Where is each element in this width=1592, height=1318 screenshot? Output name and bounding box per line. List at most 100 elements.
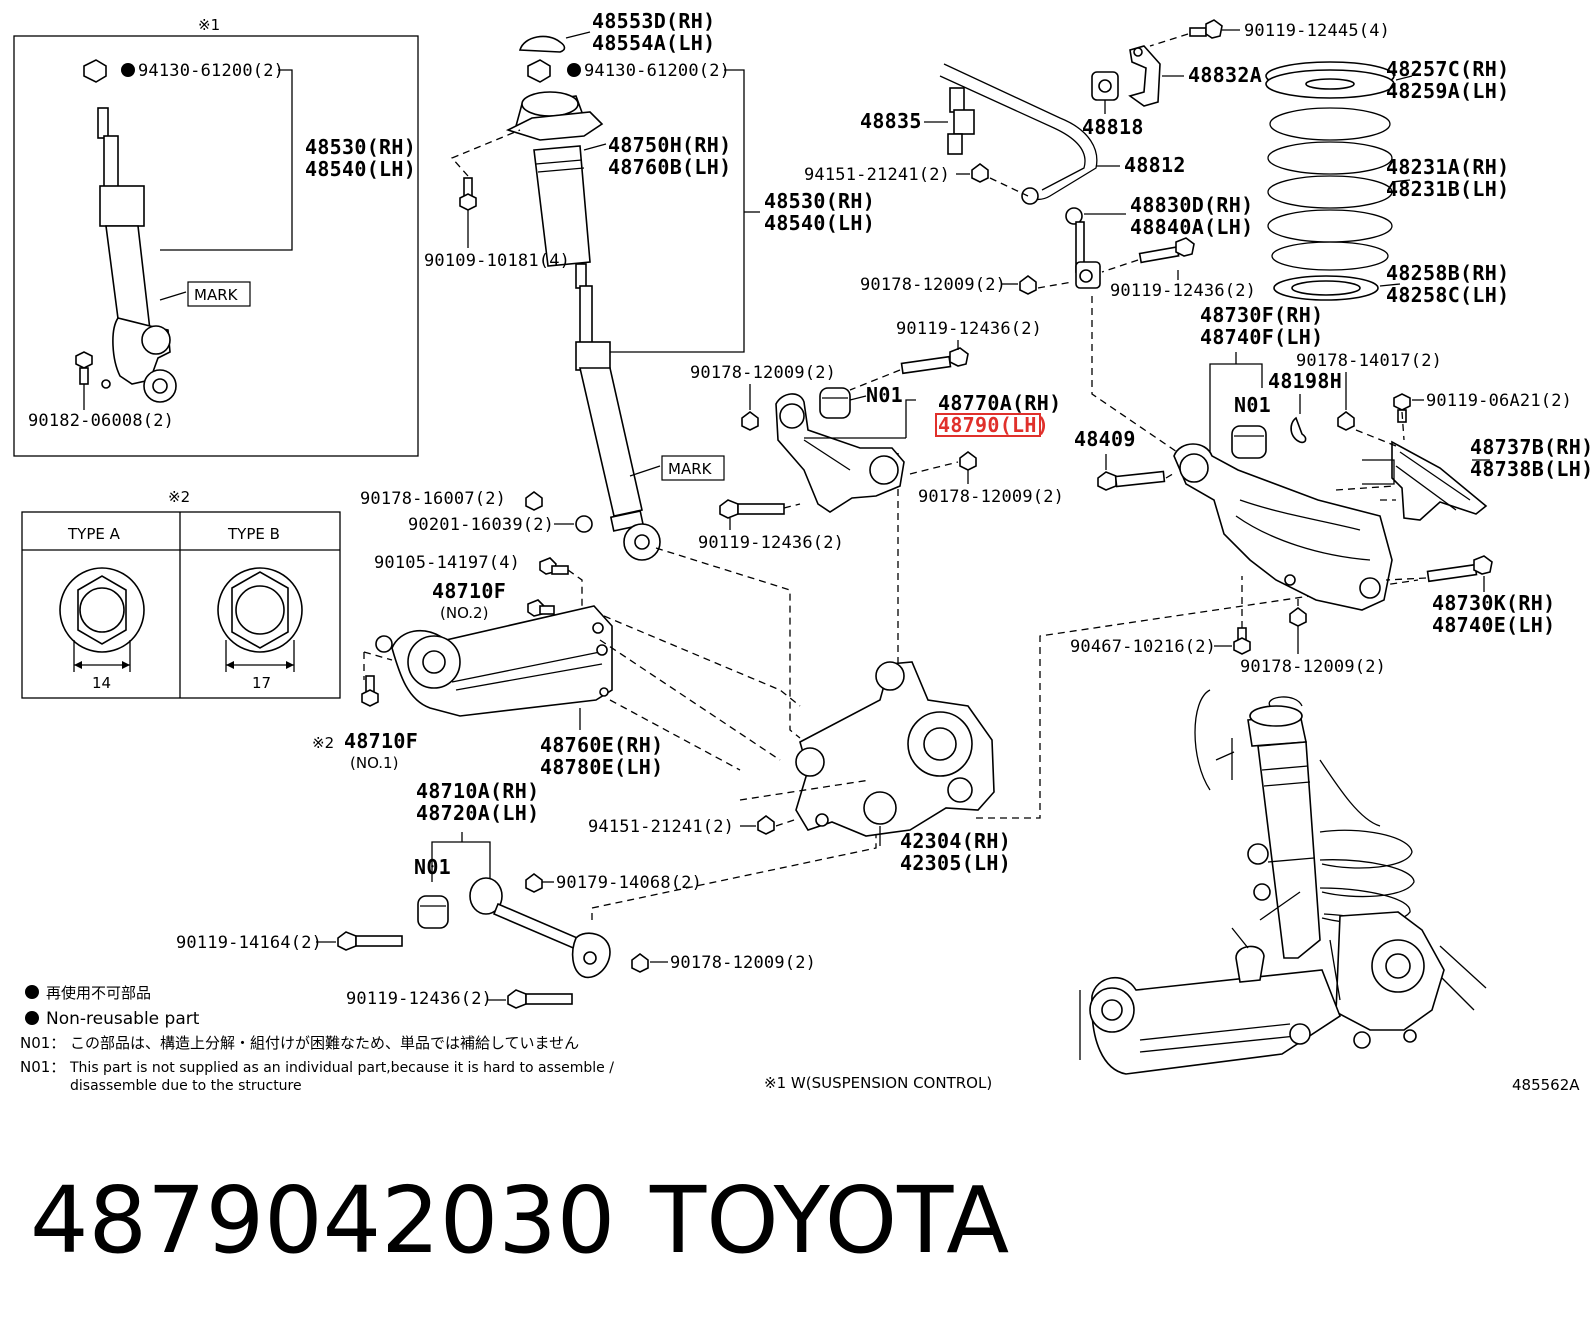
label-no2: (NO.2) (440, 604, 488, 622)
nut-icon-5 (631, 953, 649, 973)
bolt-icon-14 (1426, 555, 1493, 583)
label-90178-12009-stab: 90178-12009(2) (860, 275, 1006, 295)
label-90119-06a21: 90119-06A21(2) (1426, 391, 1572, 411)
label-90179-14068: 90179-14068(2) (556, 873, 702, 893)
link-rod-icon (469, 877, 611, 979)
box1-mark: ※1 (198, 16, 220, 34)
label-48738b-lh: 48738B(LH) (1470, 457, 1592, 481)
label-48730f-rh: 48730F(RH) (1200, 303, 1323, 327)
trailing-arm-assembly: 48730F(RH) 48740F(LH) N01 48198H 90178-1… (1070, 303, 1592, 677)
label-48258b-rh: 48258B(RH) (1386, 261, 1509, 285)
bolt-icon-15 (1233, 627, 1251, 655)
stabilizer-bracket-icon (1128, 45, 1161, 107)
label-90119-14164: 90119-14164(2) (176, 933, 322, 953)
label-48730k-rh: 48730K(RH) (1432, 591, 1555, 615)
label-48231b-lh: 48231B(LH) (1386, 177, 1509, 201)
label-94130-61200: 94130-61200(2) (584, 61, 730, 81)
clip-icon (1290, 416, 1307, 444)
stabilizer-link-icon (1065, 207, 1101, 289)
label-48740f-lh: 48740F(LH) (1200, 325, 1323, 349)
label-48258c-lh: 48258C(LH) (1386, 283, 1509, 307)
bolt-icon-7 (507, 989, 573, 1009)
label-90119-12445: 90119-12445(4) (1244, 21, 1390, 41)
bolt-icon-13 (1097, 470, 1166, 491)
label-90105-14197: 90105-14197(4) (374, 553, 520, 573)
diagram-id: 485562A (1512, 1076, 1580, 1094)
box1: ※1 94130-61200(2) 48530(RH) 48540(LH) MA… (13, 16, 419, 457)
label-90178-16007: 90178-16007(2) (360, 489, 506, 509)
label-90178-12009-arm2: 90178-12009(2) (918, 487, 1064, 507)
cap-icon (518, 35, 566, 53)
type-b-header: TYPE B (227, 525, 280, 543)
label-90467-10216: 90467-10216(2) (1070, 637, 1216, 657)
label-mark-box1: MARK (194, 286, 239, 304)
label-n01-link: N01 (414, 855, 451, 879)
label-90119-12436-link: 90119-12436(2) (346, 989, 492, 1009)
label-48835: 48835 (860, 109, 922, 133)
label-90178-12009-link: 90178-12009(2) (670, 953, 816, 973)
box2: ※2 TYPE A TYPE B 14 17 (21, 488, 341, 699)
label-48740e-lh: 48740E(LH) (1432, 613, 1555, 637)
label-48812: 48812 (1124, 153, 1186, 177)
bolt-icon-8 (719, 499, 785, 519)
nut-type-a-icon (59, 567, 145, 653)
label-48818: 48818 (1082, 115, 1144, 139)
lower-link-assembly: 48710A(RH) 48720A(LH) N01 90179-14068(2)… (176, 779, 877, 1009)
label-n01-trailing: N01 (1234, 393, 1271, 417)
label-48540-lh-box1: 48540(LH) (305, 157, 416, 181)
label-48770a-rh: 48770A(RH) (938, 391, 1061, 415)
knuckle-assembly: 94151-21241(2) 42304(RH) 42305(LH) (588, 452, 1419, 875)
bolt-icon-9 (900, 347, 969, 375)
damper-icon (575, 263, 661, 561)
label-48540-lh: 48540(LH) (764, 211, 875, 235)
spring-assembly: 48257C(RH) 48259A(LH) 48231A(RH) 48231B(… (1265, 57, 1509, 307)
upper-mount-icon (505, 91, 604, 141)
label-90178-12009-trailing: 90178-12009(2) (1240, 657, 1386, 677)
label-90119-12436-arm-top: 90119-12436(2) (896, 319, 1042, 339)
label-48553d-rh: 48553D(RH) (592, 9, 715, 33)
box2-mark: ※2 (168, 488, 190, 506)
label-94130-61200-box1: 94130-61200(2) (138, 61, 284, 81)
label-90119-12436-arm: 90119-12436(2) (698, 533, 844, 553)
bolt-icon-2 (459, 177, 477, 211)
coil-spring-icon (1267, 107, 1393, 271)
label-note2-mark: ※2 (312, 734, 334, 752)
nut-icon-3 (525, 491, 543, 511)
label-48750h-rh: 48750H(RH) (608, 133, 731, 157)
bracket-48835-icon (947, 87, 975, 155)
note-n01-jp: この部品は、構造上分解・組付けが困難なため、単品では補給していません (70, 1034, 579, 1052)
legend-notes: 再使用不可部品 Non-reusable part N01： この部品は、構造上… (20, 984, 992, 1094)
label-90201-16039: 90201-16039(2) (408, 515, 554, 535)
label-48780e-lh: 48780E(LH) (540, 755, 663, 779)
note-jp-nonreusable: 再使用不可部品 (46, 984, 151, 1002)
label-48737b-rh: 48737B(RH) (1470, 435, 1592, 459)
nut-icon-2 (527, 59, 551, 83)
bushing-icon (417, 895, 449, 929)
size-a: 14 (92, 674, 111, 692)
size-b: 17 (252, 674, 271, 692)
stabilizer-bushing-icon (1091, 71, 1119, 101)
label-48257c-rh: 48257C(RH) (1386, 57, 1509, 81)
nut-icon-8 (959, 451, 977, 471)
stabilizer-assembly: 48835 48818 48832A 90119-12445(4) 94151-… (804, 19, 1390, 455)
shock-absorber-icon (97, 107, 177, 403)
label-48198h: 48198H (1268, 369, 1342, 393)
lower-arm-48760e-icon (375, 605, 613, 717)
label-48830d-rh: 48830D(RH) (1130, 193, 1253, 217)
nut-icon-11 (1337, 411, 1355, 431)
label-48720a-lh: 48720A(LH) (416, 801, 539, 825)
assembled-view-icon (1079, 689, 1487, 1075)
label-90178-14017: 90178-14017(2) (1296, 351, 1442, 371)
label-48760e-rh: 48760E(RH) (540, 733, 663, 757)
bolt-icon-11 (1138, 237, 1195, 264)
nut-icon (83, 59, 107, 83)
trailing-arm-icon (1173, 443, 1393, 611)
label-mark: MARK (668, 460, 713, 478)
bolt-icon-10 (1189, 19, 1223, 39)
label-48760b-lh: 48760B(LH) (608, 155, 731, 179)
nut-icon-6 (757, 815, 775, 835)
label-48832a: 48832A (1188, 63, 1262, 87)
label-94151-21241-stab: 94151-21241(2) (804, 165, 950, 185)
knuckle-icon (795, 661, 995, 837)
label-90182-06008: 90182-06008(2) (28, 411, 174, 431)
